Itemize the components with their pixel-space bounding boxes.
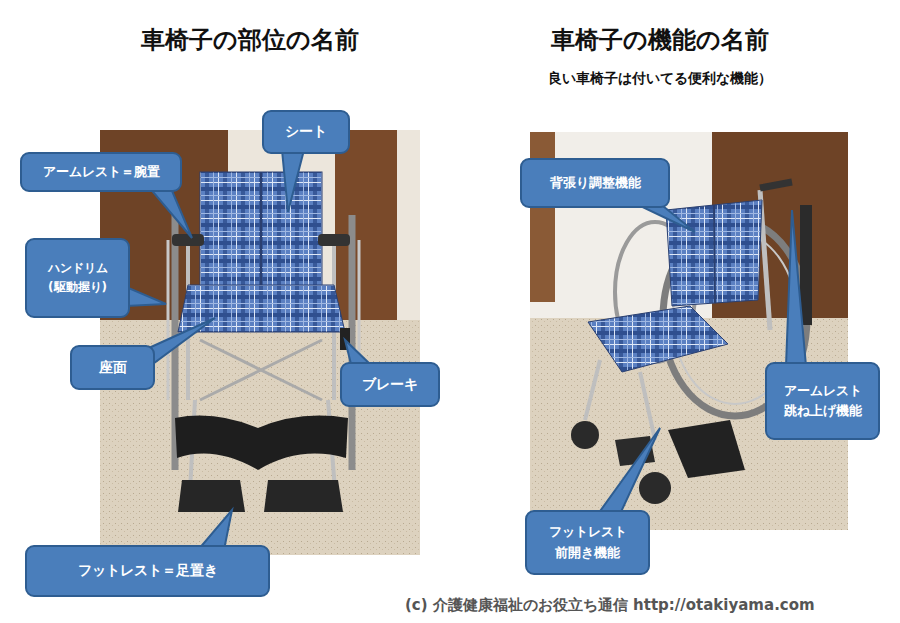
watermark: (c) 介護健康福祉のお役立ち通信 http://otakiyama.com [405,596,815,615]
armrest [172,234,204,246]
callout-tail [124,286,166,306]
cross-brace [200,340,322,400]
callout-tails [124,150,806,550]
callout-text: アームレスト＝腕置 [43,162,160,182]
leg-frame [585,360,600,420]
callout-text: フットレスト 前開き機能 [535,522,640,562]
heading: 車椅子の部位の名前 [141,24,359,56]
handle [760,182,792,188]
callout-box: ハンドリム (駆動握り) [25,238,130,318]
photo-wall [100,130,420,555]
text-line: アームレスト [784,381,862,401]
handrim [167,240,170,400]
callout-text: ハンドリム (駆動握り) [35,259,120,296]
text-line: 跳ね上げ機能 [784,401,862,421]
seam [714,205,715,303]
leg-strap [175,416,348,470]
text-line: ハンドリム [48,259,108,278]
text-line: フットレスト [549,522,627,542]
callout-text: アームレスト 跳ね上げ機能 [775,381,870,421]
left-photo [100,130,420,555]
callout-box: アームレスト 跳ね上げ機能 [765,362,880,440]
door [335,130,397,325]
heading: 良い車椅子は付いてる便利な機能） [548,70,772,88]
callout-text: 背張り調整機能 [550,173,641,193]
callout-text: ブレーキ [362,374,418,396]
callout-text: シート [285,121,327,143]
armrest [318,234,350,246]
callout-box: 座面 [70,345,155,390]
cross-brace [200,340,322,400]
leg-frame [640,372,655,440]
callout-tail [198,510,232,550]
caster [571,421,599,449]
text-line: (駆動握り) [48,278,107,297]
seam [260,172,262,290]
callout-box: フットレスト＝足置き [25,545,270,597]
backrest [666,200,762,306]
callout-text: フットレスト＝足置き [78,560,218,582]
seat [588,306,728,372]
callout-box: フットレスト 前開き機能 [525,510,650,575]
callout-tail [598,428,660,514]
caster [639,472,671,504]
callout-box: ブレーキ [340,362,440,407]
footplate [178,480,245,512]
leg-strap [668,420,745,478]
callout-box: シート [262,110,350,154]
callout-tail [148,186,192,238]
callout-box: アームレスト＝腕置 [20,152,182,192]
callout-tail [282,150,304,212]
callout-tail [786,210,806,366]
backrest [200,172,322,290]
callout-box: 背張り調整機能 [520,158,670,208]
heading: 車椅子の機能の名前 [551,24,769,56]
footplate [264,480,343,512]
text-line: 前開き機能 [555,543,620,563]
armrest [800,205,812,325]
callout-text: 座面 [99,357,127,379]
